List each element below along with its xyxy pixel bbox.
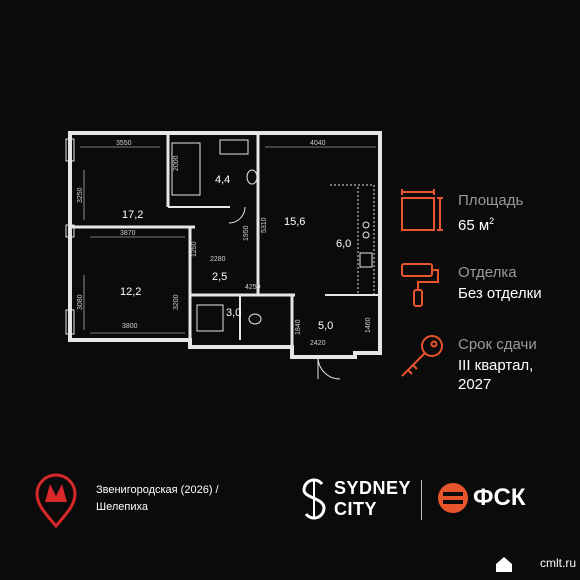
dim-label: 2420 — [310, 340, 326, 347]
dim-label: 2280 — [210, 256, 226, 263]
dim-label: 1840 — [295, 319, 302, 335]
finish-value: Без отделки — [458, 285, 542, 302]
dim-label: 3200 — [173, 294, 180, 310]
area-label: Площадь — [458, 192, 524, 209]
metro-logo-icon — [35, 473, 77, 528]
paint-roller-icon — [401, 263, 439, 307]
room-area: 6,0 — [336, 238, 351, 250]
sydney-city-text: SYDNEY CITY — [334, 478, 411, 520]
dim-label: 1460 — [365, 317, 372, 333]
room-area: 12,2 — [120, 286, 141, 298]
room-area: 2,5 — [212, 271, 227, 283]
fsk-name: ФСК — [473, 484, 526, 511]
delivery-label: Срок сдачи — [458, 336, 537, 353]
metro-line2: Шелепиха — [96, 501, 148, 513]
dim-label: 4250 — [245, 284, 261, 291]
dim-label: 2000 — [173, 155, 180, 171]
dim-label: 3870 — [120, 230, 136, 237]
dim-label: 1250 — [191, 241, 198, 257]
house-icon — [496, 557, 512, 572]
delivery-row: Срок сдачи III квартал, 2027 — [398, 330, 576, 402]
room-area: 17,2 — [122, 209, 143, 221]
finish-label: Отделка — [458, 264, 517, 281]
footer: Звенигородская (2026) / Шелепиха SYDNEY … — [0, 462, 580, 542]
dim-label: 4040 — [310, 140, 326, 147]
key-icon — [401, 335, 443, 377]
area-unit-sup: 2 — [489, 216, 495, 226]
floor-plan-drawing: 3550 2000 4040 3250 3870 1950 5310 2280 … — [65, 131, 382, 380]
dim-label: 1950 — [243, 225, 250, 241]
logo-divider — [421, 480, 422, 520]
delivery-value: III квартал, 2027 — [458, 357, 534, 393]
dim-label: 3080 — [77, 294, 84, 310]
metro-line1: Звенигородская (2026) / — [96, 484, 219, 496]
dim-label: 3800 — [122, 323, 138, 330]
area-value: 65 м2 — [458, 212, 494, 235]
finish-row: Отделка Без отделки — [398, 258, 576, 330]
room-area: 5,0 — [318, 320, 333, 332]
dim-label: 3550 — [116, 140, 132, 147]
floor-plan: 3550 2000 4040 3250 3870 1950 5310 2280 … — [60, 125, 390, 395]
apartment-info: Площадь 65 м2 Отделка Без отделки Срок с… — [398, 186, 576, 402]
fsk-logo-icon — [438, 483, 468, 513]
area-row: Площадь 65 м2 — [398, 186, 576, 258]
room-area: 4,4 — [215, 174, 230, 186]
room-area: 3,0 — [226, 307, 241, 319]
metro-station: Звенигородская (2026) / Шелепиха — [96, 482, 219, 516]
watermark-text: cmlt.ru — [540, 556, 576, 570]
sydney-city-logo-icon — [302, 478, 326, 520]
square-area-icon — [401, 189, 443, 231]
dim-label: 5310 — [261, 217, 268, 233]
brand-line2: CITY — [334, 499, 378, 519]
brand-line1: SYDNEY — [334, 478, 412, 498]
room-area: 15,6 — [284, 216, 305, 228]
area-number: 65 м — [458, 217, 490, 234]
dim-label: 3250 — [77, 187, 84, 203]
